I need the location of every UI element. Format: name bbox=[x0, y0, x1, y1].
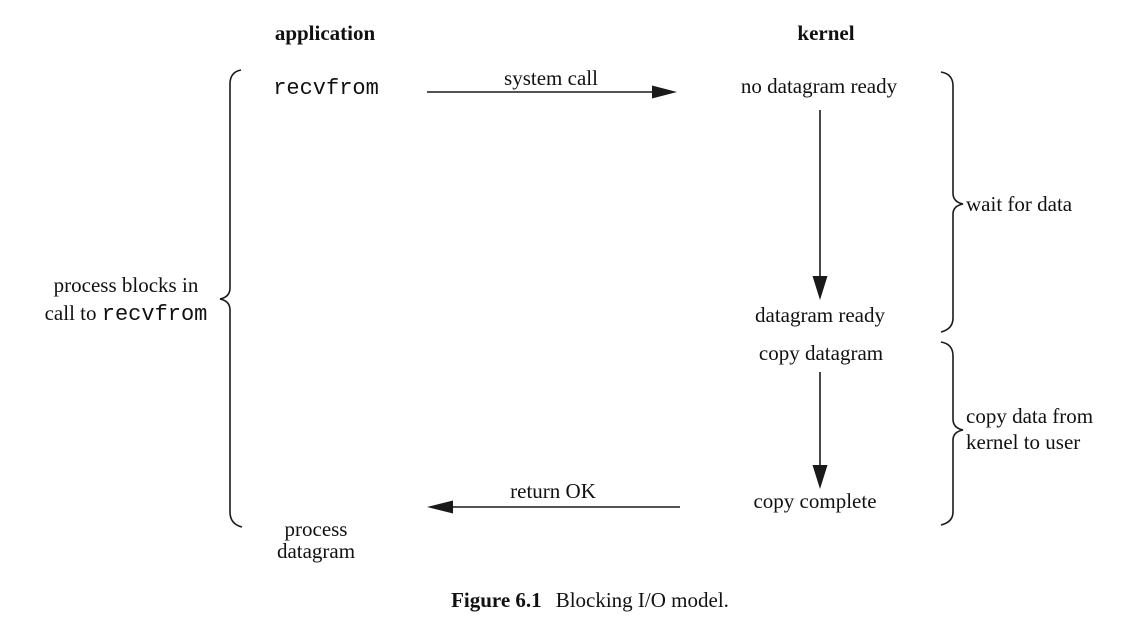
left-brace bbox=[219, 69, 243, 528]
process-blocks-annotation: process blocks in call to recvfrom bbox=[45, 271, 208, 329]
wait-for-data-annotation: wait for data bbox=[966, 192, 1073, 216]
process-datagram-line1: process bbox=[284, 517, 348, 541]
copy-data-annotation: copy data from kernel to user bbox=[966, 403, 1093, 455]
recvfrom-call-label: recvfrom bbox=[273, 76, 379, 101]
return-ok-arrowhead bbox=[427, 500, 453, 514]
copy-data-line1: copy data from bbox=[966, 404, 1094, 428]
wait-arrowhead bbox=[812, 276, 828, 300]
copy-data-brace bbox=[940, 341, 964, 526]
return-ok-label: return OK bbox=[510, 479, 596, 503]
recvfrom-inline-code: recvfrom bbox=[101, 302, 208, 327]
figure-caption-title: Blocking I/O model. bbox=[555, 588, 729, 612]
copy-datagram-label: copy datagram bbox=[758, 341, 884, 365]
figure-caption: Figure 6.1 Blocking I/O model. bbox=[451, 588, 729, 612]
copy-data-line2: kernel to user bbox=[966, 430, 1081, 454]
process-blocks-line2: call to recvfrom bbox=[45, 299, 208, 329]
call-to-text: call to bbox=[44, 301, 102, 325]
process-blocks-line1: process blocks in bbox=[53, 273, 199, 297]
application-column-header: application bbox=[274, 21, 376, 45]
system-call-label: system call bbox=[504, 66, 598, 90]
datagram-ready-label: datagram ready bbox=[754, 303, 886, 327]
process-datagram-label: process datagram bbox=[277, 518, 355, 562]
copy-complete-label: copy complete bbox=[753, 489, 877, 513]
wait-for-data-brace bbox=[940, 71, 964, 333]
figure-caption-number: Figure 6.1 bbox=[451, 588, 542, 612]
kernel-column-header: kernel bbox=[797, 21, 855, 45]
process-datagram-line2: datagram bbox=[276, 539, 356, 563]
system-call-arrowhead bbox=[652, 85, 677, 99]
copy-arrowhead bbox=[812, 465, 828, 489]
no-datagram-ready-label: no datagram ready bbox=[740, 74, 898, 98]
